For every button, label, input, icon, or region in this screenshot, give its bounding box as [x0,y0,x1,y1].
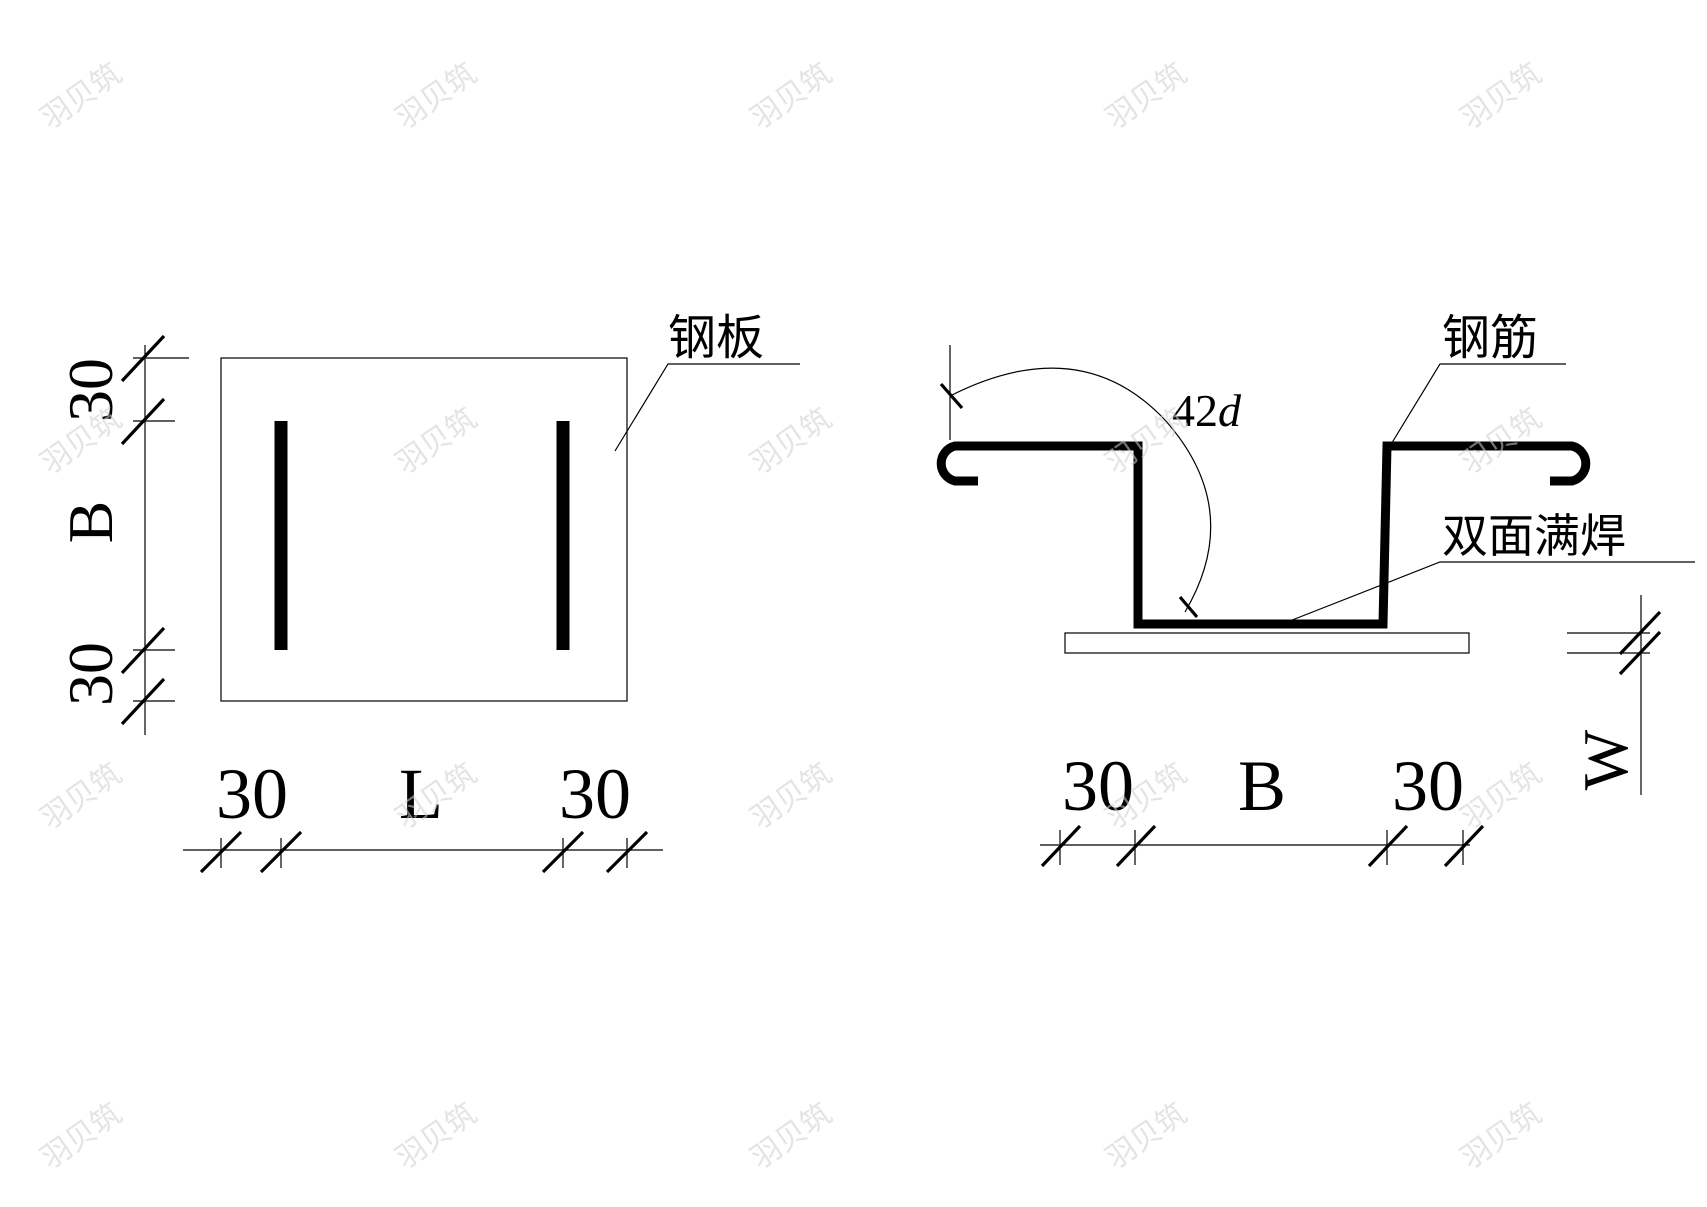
left-view: 钢板 30 B 30 30 L [55,310,800,874]
dim-bottom-label: 30 [55,642,126,706]
watermark: 羽贝筑 [1455,56,1549,136]
dim-right-label: 30 [559,754,631,834]
watermark: 羽贝筑 [1455,1096,1549,1176]
watermark: 羽贝筑 [1100,56,1194,136]
dim-top-label: 30 [55,358,126,422]
plate-leader-line [614,363,800,452]
watermark: 羽贝筑 [1100,1096,1194,1176]
watermark: 羽贝筑 [35,1096,129,1176]
watermark: 羽贝筑 [745,401,839,481]
watermark: 羽贝筑 [35,56,129,136]
rebar-label: 钢筋 [1442,310,1538,366]
right-dim-right-label: 30 [1392,746,1464,826]
thickness-label: W [1570,729,1641,790]
watermark: 羽贝筑 [390,401,484,481]
angle-tick-top [939,382,964,410]
weld-label: 双面满焊 [1442,509,1626,563]
rebar-leader-line [1389,363,1566,447]
watermark: 羽贝筑 [745,1096,839,1176]
right-view: 42d 钢筋 双面满焊 30 B 30 [936,310,1695,868]
bent-rebar-profile [936,441,1591,629]
dim-left-label: 30 [216,754,288,834]
thickness-dimension: W [1567,595,1662,795]
angle-label: 42d [1172,385,1242,436]
watermark: 羽贝筑 [390,1096,484,1176]
watermark: 羽贝筑 [1455,756,1549,836]
watermark: 羽贝筑 [745,56,839,136]
dim-middle-label: B [55,501,126,544]
base-plate-section [1064,632,1470,654]
right-dim-center-label: B [1238,746,1286,826]
left-vertical-dimension: 30 B 30 [55,334,189,735]
dim-center-label: L [399,754,443,834]
angle-number: 42 [1172,385,1218,436]
angle-variable: d [1218,385,1242,436]
watermark: 羽贝筑 [1100,401,1194,481]
left-horizontal-dimension: 30 L 30 [183,754,663,874]
watermark: 羽贝筑 [745,756,839,836]
right-horizontal-dimension: 30 B 30 [1040,746,1485,868]
watermark: 羽贝筑 [1455,401,1549,481]
plate-label: 钢板 [668,310,764,366]
watermark: 羽贝筑 [390,56,484,136]
steel-plate-outline [220,357,628,702]
watermark: 羽贝筑 [35,756,129,836]
angle-tick-bottom [1178,595,1199,619]
weld-leader-line [1281,561,1695,625]
right-dim-left-label: 30 [1062,746,1134,826]
watermark-layer: 羽贝筑 羽贝筑 羽贝筑 羽贝筑 羽贝筑 羽贝筑 羽贝筑 羽贝筑 羽贝筑 羽贝筑 … [35,56,1549,1176]
angle-arc [949,367,1212,613]
